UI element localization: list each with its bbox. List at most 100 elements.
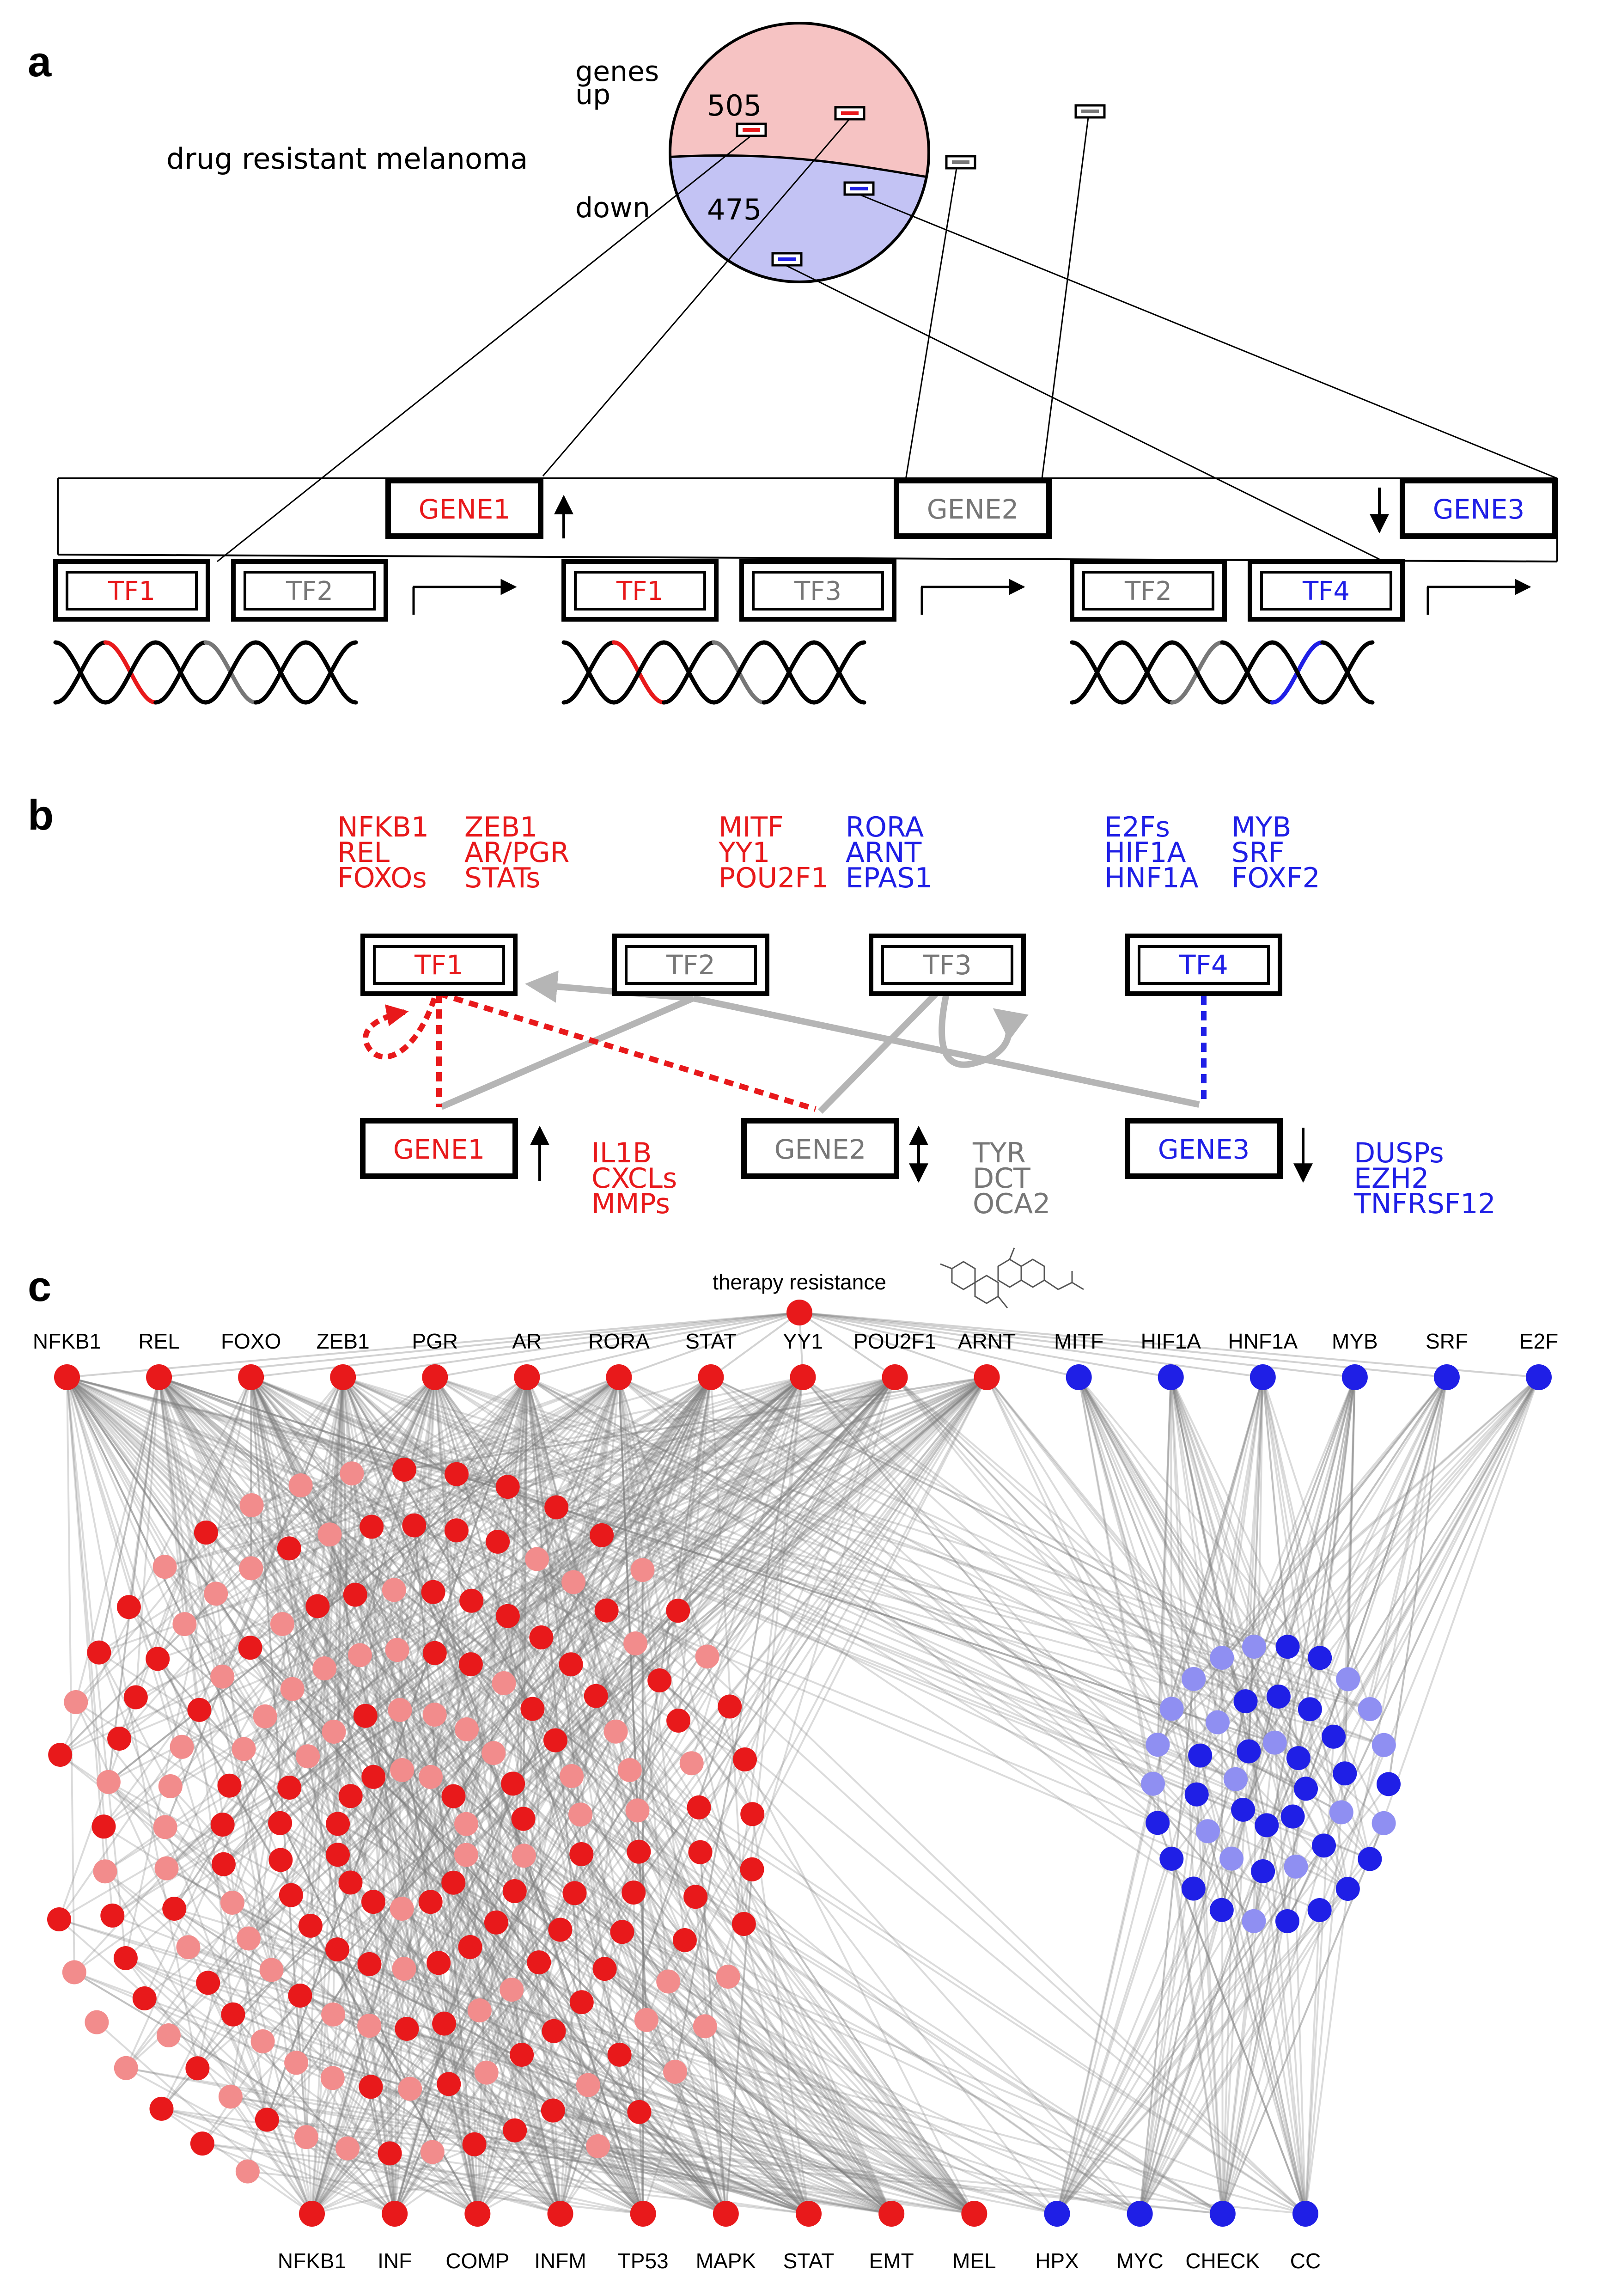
network-edge [128, 1376, 436, 1608]
network-edge [466, 1728, 892, 2215]
pathway-node [961, 2201, 987, 2227]
network-edge [570, 1376, 987, 1665]
network-edge [413, 1525, 479, 2214]
network-edge [1286, 1377, 1540, 1922]
gene-node-down [1286, 1746, 1311, 1771]
network-edge [108, 1376, 896, 1783]
gene-node-up [239, 1556, 263, 1581]
network-edge [1262, 1377, 1311, 1710]
network-edge [262, 2040, 809, 2215]
network-edge [75, 1376, 436, 1703]
network-edge [1304, 1736, 1335, 2214]
network-edge [158, 1377, 217, 1594]
gene-node-down [1255, 1813, 1279, 1838]
network-edge [401, 1377, 620, 1909]
gene-node-up [683, 1885, 708, 1909]
network-edge [432, 1376, 988, 2153]
network-edge [266, 1376, 988, 2120]
network-edge [354, 1594, 561, 2214]
marker-connectors [217, 117, 1558, 562]
network-edge [1221, 1376, 1448, 1659]
gene-node-up [634, 2008, 658, 2032]
network-edge [337, 1377, 344, 1824]
gene-node-up [338, 1870, 363, 1895]
network-edge [1220, 1910, 1306, 2214]
panel-a: a 505 475 genes up down drug resistant m… [28, 22, 1558, 705]
network-edge [1170, 1377, 1250, 1752]
network-edge [559, 1376, 896, 1930]
gene-node-down [1371, 1811, 1396, 1835]
network-edge [98, 1377, 160, 1653]
tf-node-label: HNF1A [1228, 1329, 1298, 1353]
network-edge [526, 1377, 603, 1536]
gene-node-up [586, 2134, 610, 2158]
down-count: 475 [707, 193, 762, 226]
gene-node-up [322, 1720, 346, 1744]
network-edge [434, 1376, 1194, 1890]
network-edge [60, 1376, 620, 1756]
tf-node-label: STAT [685, 1329, 737, 1353]
network-edge [619, 2054, 892, 2215]
network-edge [674, 1377, 804, 2072]
network-edge [1347, 1377, 1356, 1679]
pathway-node-label: HPX [1035, 2249, 1079, 2273]
network-edge [250, 1376, 1268, 1826]
network-edge [157, 1658, 479, 2214]
network-edge [1078, 1376, 1342, 1813]
gene-node-up [617, 1758, 642, 1782]
network-edge [597, 2145, 809, 2215]
network-edge [370, 1377, 712, 2088]
network-edge [158, 1376, 405, 1471]
network-edge [371, 1376, 620, 1528]
gene-node-up [610, 1920, 634, 1944]
gene-node-down [1333, 1761, 1357, 1786]
helix-strand [103, 640, 158, 705]
network-edge [409, 2088, 726, 2215]
pathway-node-label: MYC [1116, 2249, 1164, 2273]
network-edge [311, 1892, 576, 2215]
network-edge [158, 1376, 701, 1853]
network-edge [281, 1624, 396, 2214]
network-edge [1056, 1783, 1390, 2215]
network-edge [628, 1770, 810, 2214]
gene-node-down [1322, 1724, 1346, 1749]
gene-node-up [718, 1694, 742, 1719]
gene-example: MMPs [591, 1188, 670, 1220]
tf-example: POU2F1 [719, 862, 829, 894]
network-edge [66, 1377, 282, 1861]
gene-node-up [627, 2100, 652, 2124]
network-edge [108, 1781, 892, 2215]
network-edge [1056, 1858, 1232, 2214]
network-edge [401, 1908, 479, 2214]
network-edge [434, 1376, 1306, 1790]
gene-node-up [422, 1641, 447, 1665]
panel-a-genes: GENE1 GENE2 GENE3 [385, 478, 1558, 539]
network-edge [299, 1485, 561, 2214]
network-edge [144, 1997, 396, 2215]
panel-letter-b: b [28, 792, 54, 839]
gene-node-down [1159, 1846, 1184, 1871]
network-edge [336, 1376, 987, 1950]
network-edge [266, 1376, 896, 2120]
network-edge [476, 1535, 603, 2214]
network-edge [1139, 1679, 1195, 2214]
gene-node-up [218, 2084, 243, 2109]
network-edge [158, 1377, 234, 2015]
network-edge [1221, 1696, 1280, 2214]
network-edge [66, 1376, 706, 2027]
network-edge [894, 1376, 1371, 1860]
network-edge [658, 1679, 1306, 2215]
network-edge [727, 1377, 804, 1977]
network-edge [394, 1947, 471, 2214]
network-edge [1217, 1376, 1448, 1723]
network-edge [1297, 1377, 1356, 1759]
gene-node-up [418, 1890, 443, 1914]
network-edge [1078, 1377, 1268, 1826]
network-edge [108, 1781, 644, 2215]
network-edge [288, 1376, 528, 1788]
gene-node-up [196, 1971, 220, 1995]
network-edge [1056, 1870, 1264, 2215]
network-edge [337, 1376, 987, 1825]
network-edge [229, 1377, 344, 2097]
network-edge [250, 1377, 450, 2084]
